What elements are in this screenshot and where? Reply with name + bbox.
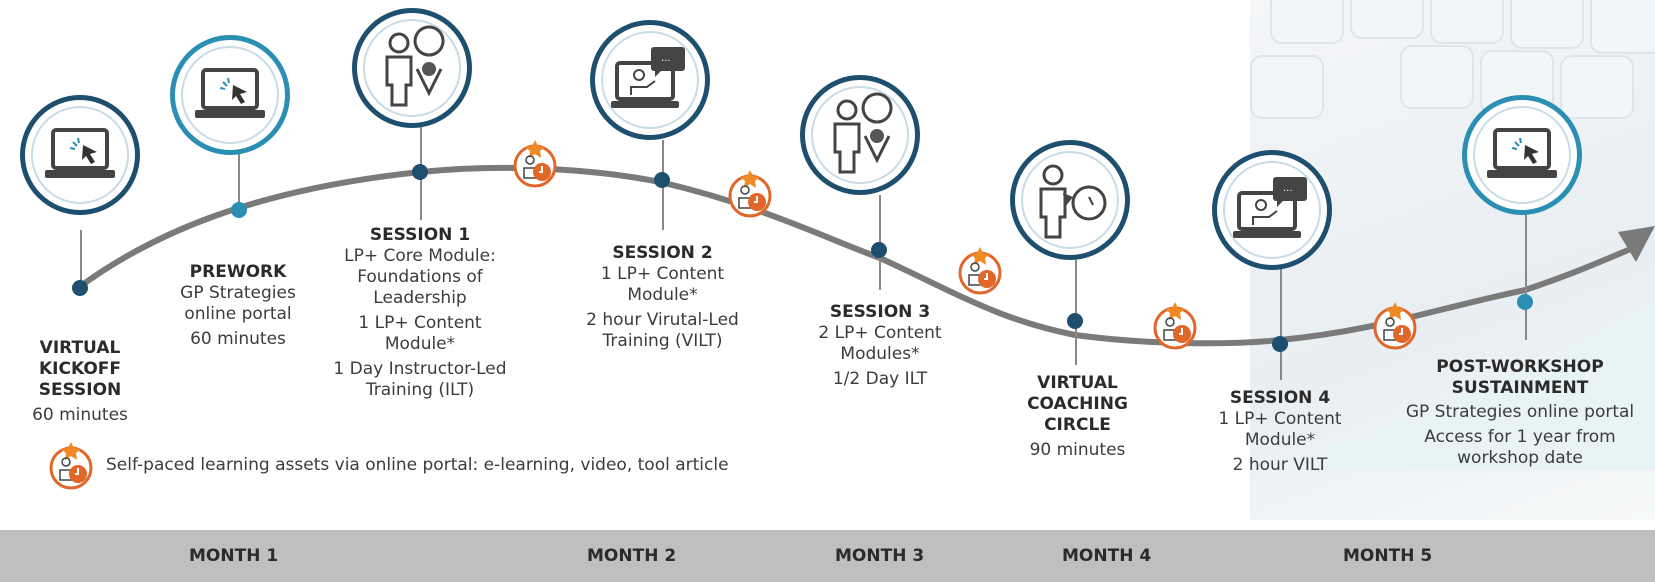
milestone-title: SESSION 4 [1229, 388, 1331, 408]
milestone-title: COACHING [1027, 394, 1128, 414]
whistle-icon [1039, 164, 1107, 239]
laptop-circle [1462, 95, 1582, 215]
month-label: MONTH 4 [1062, 546, 1152, 566]
milestone-detail: Leadership [373, 288, 467, 308]
milestone-title: SUSTAINMENT [1451, 378, 1589, 398]
milestone-detail: GP Strategies [180, 283, 296, 303]
month-label: MONTH 2 [587, 546, 677, 566]
self-paced-icon [1153, 302, 1197, 350]
self-paced-icon [1373, 302, 1417, 350]
milestone-duration: 1/2 Day ILT [832, 369, 928, 389]
milestone-session-1: SESSION 1 LP+ Core Module: Foundations o… [320, 225, 520, 401]
month-label: MONTH 3 [835, 546, 925, 566]
milestone-dot [871, 242, 887, 258]
self-paced-icon [728, 170, 772, 218]
milestone-duration: 90 minutes [1029, 440, 1126, 460]
person-location-icon [833, 92, 893, 174]
self-paced-icon [958, 247, 1002, 295]
milestone-dot [1272, 336, 1288, 352]
milestone-title: SESSION 3 [829, 302, 931, 322]
background-wave [1250, 300, 1655, 470]
virtual-training-icon: ... [1233, 177, 1307, 238]
milestone-dot [412, 164, 428, 180]
milestone-detail: Module* [627, 285, 698, 305]
milestone-detail: 1 LP+ Content [1218, 409, 1342, 429]
milestone-duration: Training (ILT) [365, 380, 475, 400]
milestone-session-3: SESSION 3 2 LP+ Content Modules* 1/2 Day… [800, 302, 960, 390]
svg-text:...: ... [1283, 183, 1293, 194]
milestone-detail: Foundations of [357, 267, 483, 287]
milestone-dot [654, 172, 670, 188]
milestone-title: VIRTUAL [39, 338, 121, 358]
milestone-duration: 1 Day Instructor-Led [333, 359, 507, 379]
self-paced-legend-icon [49, 442, 93, 490]
milestone-virtual-kickoff: VIRTUAL KICKOFF SESSION 60 minutes [10, 338, 150, 426]
milestone-title: PREWORK [189, 262, 287, 282]
milestone-dot [1517, 294, 1533, 310]
arrow-head [1618, 226, 1655, 262]
milestone-title: SESSION 1 [369, 225, 471, 245]
milestone-prework: PREWORK GP Strategies online portal 60 m… [163, 262, 313, 350]
legend-text: Self-paced learning assets via online po… [106, 455, 729, 475]
milestone-title: KICKOFF [38, 359, 122, 379]
virtual-training-circle: ... [1212, 150, 1332, 270]
laptop-circle [170, 35, 290, 155]
laptop-circle [20, 95, 140, 215]
person-location-icon [385, 25, 445, 107]
virtual-training-icon: ... [611, 47, 685, 108]
milestone-duration: 2 hour Virutal-Led [586, 310, 739, 330]
virtual-training-circle: ... [590, 20, 710, 140]
milestone-detail: Modules* [840, 344, 920, 364]
milestone-duration: Access for 1 year from [1424, 427, 1616, 447]
month-label: MONTH 1 [189, 546, 279, 566]
laptop-cursor-icon [1487, 128, 1557, 178]
milestone-detail: Module* [384, 334, 456, 354]
milestone-title: SESSION [38, 380, 122, 400]
milestone-title: POST-WORKSHOP [1436, 357, 1604, 377]
milestone-title: SESSION 2 [612, 243, 713, 263]
milestone-detail: 2 LP+ Content [818, 323, 942, 343]
month-label: MONTH 5 [1343, 546, 1433, 566]
person-location-circle [352, 8, 472, 128]
milestone-post-workshop: POST-WORKSHOP SUSTAINMENT GP Strategies … [1385, 357, 1655, 469]
laptop-cursor-icon [45, 128, 115, 178]
milestone-dot [1067, 313, 1083, 329]
milestone-detail: GP Strategies online portal [1405, 402, 1635, 422]
milestone-detail: online portal [184, 304, 292, 324]
milestone-duration: 60 minutes [32, 405, 128, 425]
svg-text:...: ... [661, 53, 671, 64]
milestone-dot [231, 202, 247, 218]
month-bar: MONTH 1 MONTH 2 MONTH 3 MONTH 4 MONTH 5 [0, 530, 1655, 582]
milestone-detail: Module* [1244, 430, 1316, 450]
milestone-coaching-circle: VIRTUAL COACHING CIRCLE 90 minutes [1000, 373, 1155, 461]
milestone-session-4: SESSION 4 1 LP+ Content Module* 2 hour V… [1205, 388, 1355, 476]
self-paced-icon [513, 140, 557, 188]
milestone-duration: Training (VILT) [602, 331, 723, 351]
person-location-circle [800, 75, 920, 195]
coaching-circle [1010, 140, 1130, 260]
milestone-duration: 2 hour VILT [1232, 455, 1328, 475]
milestone-dot [72, 280, 88, 296]
milestone-session-2: SESSION 2 1 LP+ Content Module* 2 hour V… [565, 243, 760, 352]
laptop-cursor-icon [195, 68, 265, 118]
milestone-title: VIRTUAL [1037, 373, 1118, 393]
milestone-title: CIRCLE [1044, 415, 1111, 435]
milestone-detail: LP+ Core Module: [344, 246, 496, 266]
milestone-duration: 60 minutes [190, 329, 286, 349]
milestone-duration: workshop date [1457, 448, 1583, 468]
timeline-curve [76, 164, 1655, 347]
milestone-detail: 1 LP+ Content [358, 313, 482, 333]
milestone-detail: 1 LP+ Content [600, 264, 725, 284]
